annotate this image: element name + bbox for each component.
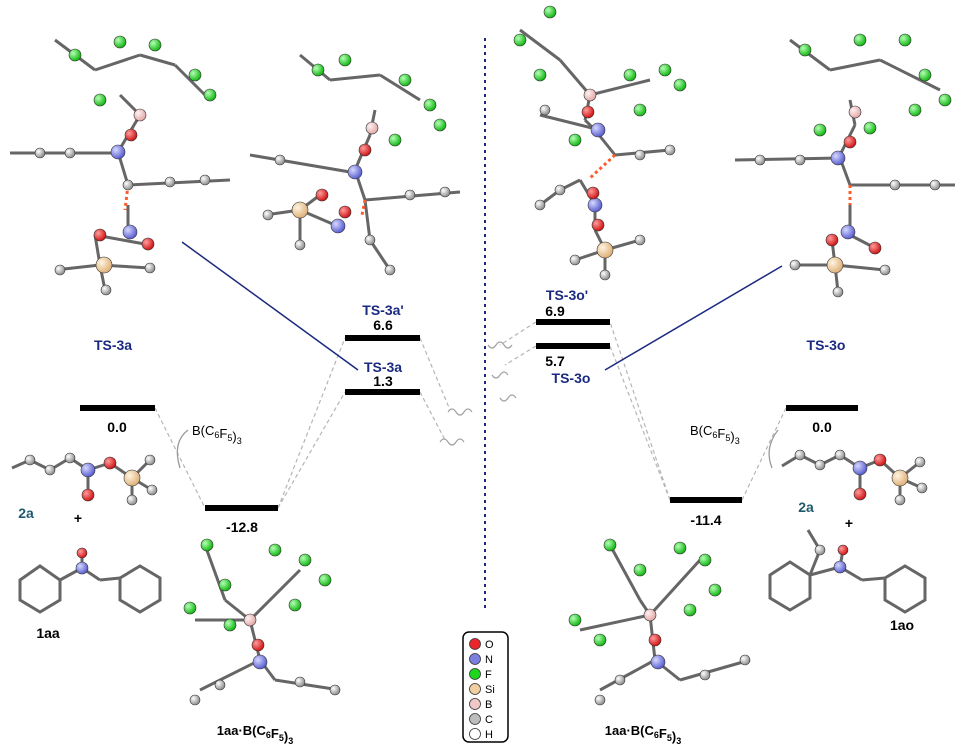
ts-3a-level-energy: 1.3: [373, 373, 393, 389]
start-energy-right: 0.0: [812, 419, 832, 435]
molecule-ts-3a: [10, 35, 231, 296]
complex-energy-right: -11.4: [690, 512, 721, 528]
connector-complex-to-ts-lower-left: [277, 391, 346, 509]
substrate-1aa-label: 1aa: [36, 625, 60, 641]
connector-complex-to-ts-upper-left: [277, 337, 346, 509]
ts-3o-structure-label: TS-3o: [807, 337, 846, 353]
molecule-ts-3a-prime: [249, 53, 461, 276]
ts-3o-level-label: TS-3o: [552, 370, 591, 386]
legend-label-b: B: [485, 699, 492, 711]
molecule-complex-left: [183, 538, 341, 706]
legend-label-o: O: [485, 639, 494, 651]
ts-3a-prime-label: TS-3a': [362, 302, 403, 318]
molecule-2a-left: [11, 452, 158, 506]
left-connectors: [154, 321, 787, 509]
legend-swatch-b: [469, 698, 481, 710]
legend-swatch-h: [469, 728, 481, 740]
break-squiggle: [487, 341, 513, 349]
connector-start-to-complex-left: [154, 407, 206, 509]
legend-swatch-si: [469, 683, 481, 695]
lewis-acid-label-left: B(C6F5)3: [192, 423, 242, 446]
complex-label-left: 1aa·B(C6F5)3: [217, 723, 294, 745]
callout-line-ts-3a: [181, 241, 359, 371]
break-squiggle: [491, 371, 509, 379]
ts-3o-level-energy: 5.7: [545, 353, 565, 369]
axis-break-symbols: [439, 341, 517, 446]
molecule-1ao: [768, 529, 927, 614]
ts-3a-structure-label: TS-3a: [94, 337, 132, 353]
ts-3a-level-label: TS-3a: [364, 359, 402, 375]
reagent-2a-label-right: 2a: [798, 499, 814, 515]
complex-label-right: 1aa·B(C6F5)3: [605, 723, 682, 745]
plus-sign-left: +: [74, 510, 82, 526]
break-squiggle: [447, 408, 473, 416]
legend-swatch-n: [469, 653, 481, 665]
molecule-ts-3o: [734, 33, 955, 298]
molecule-1aa: [18, 547, 162, 614]
ts-3o-prime-energy: 6.9: [545, 303, 565, 319]
connector-start-to-complex-right: [741, 407, 787, 501]
legend-label-h: H: [485, 729, 493, 741]
molecule-complex-right: [568, 538, 751, 706]
legend-swatch-c: [469, 713, 481, 725]
legend-label-f: F: [485, 669, 492, 681]
reagent-2a-label-left: 2a: [18, 505, 34, 521]
ts-3a-prime-energy: 6.6: [373, 317, 393, 333]
legend-label-n: N: [485, 654, 493, 666]
connector-complex-to-ts-lower-right: [609, 345, 671, 501]
complex-energy-left: -12.8: [226, 519, 258, 535]
callout-line-ts-3o: [604, 265, 783, 371]
break-squiggle: [499, 394, 517, 402]
lewis-acid-arc-right: [768, 429, 779, 469]
start-energy-left: 0.0: [107, 419, 127, 435]
lewis-acid-arc-left: [176, 429, 189, 469]
legend-swatch-f: [469, 668, 481, 680]
lewis-acid-label-right: B(C6F5)3: [690, 423, 740, 446]
substrate-1ao-label: 1ao: [890, 617, 914, 633]
plus-sign-right: +: [845, 515, 853, 531]
molecule-ts-3o-prime: [513, 5, 687, 281]
legend-swatch-o: [469, 638, 481, 650]
connector-ts-lower-out-right: [504, 345, 537, 366]
connector-complex-to-ts-upper-right: [609, 321, 671, 501]
connector-ts-upper-out-right: [499, 321, 537, 346]
legend-label-si: Si: [485, 684, 495, 696]
connector-ts-lower-out-left: [419, 391, 446, 441]
break-squiggle: [439, 438, 465, 446]
callout-lines: [181, 241, 783, 371]
molecule-2a-right: [781, 449, 928, 506]
legend-label-c: C: [485, 714, 493, 726]
ts-3o-prime-label: TS-3o': [546, 287, 588, 303]
energy-levels: [80, 319, 858, 511]
connector-ts-upper-out-left: [419, 337, 451, 411]
